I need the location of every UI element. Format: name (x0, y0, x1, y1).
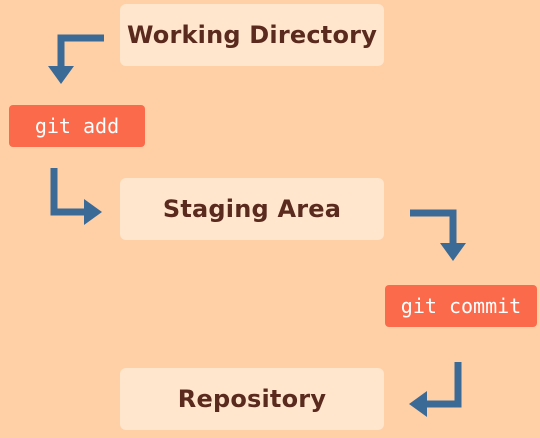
arrow-add-to-sa-icon (50, 168, 86, 216)
arrow-sa-to-commit-icon (410, 209, 457, 245)
git-add-command: git add (9, 105, 145, 147)
arrow-commit-to-repo-icon (425, 362, 462, 408)
staging-area-label: Staging Area (162, 195, 342, 223)
git-commit-command: git commit (385, 285, 537, 327)
repository-box: Repository (120, 368, 384, 430)
arrowhead-2-icon (84, 199, 102, 225)
arrow-wd-to-add-icon (57, 34, 104, 68)
git-add-label: git add (34, 114, 120, 138)
working-directory-label: Working Directory (126, 21, 378, 49)
arrowhead-3-icon (440, 243, 466, 261)
working-directory-box: Working Directory (120, 4, 384, 66)
repository-label: Repository (177, 385, 327, 413)
arrowhead-1-icon (48, 66, 74, 84)
arrowhead-4-icon (409, 391, 427, 417)
staging-area-box: Staging Area (120, 178, 384, 240)
git-commit-label: git commit (400, 294, 522, 318)
